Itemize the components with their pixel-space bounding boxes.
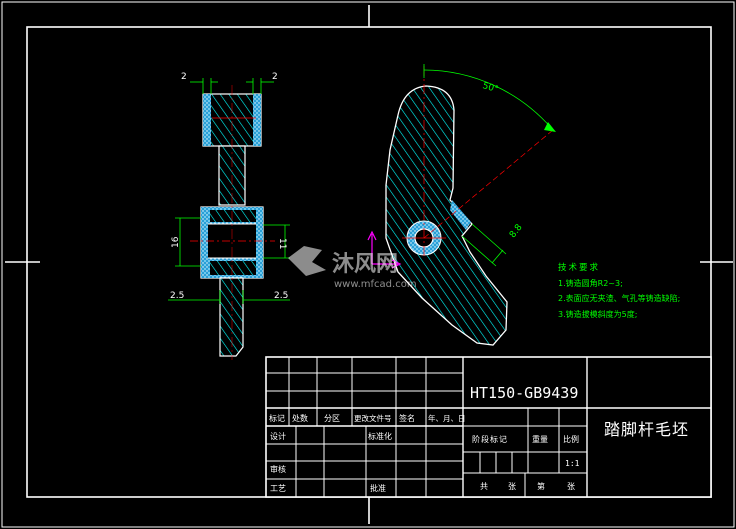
angle-dimension: [423, 64, 556, 132]
lower-arm: [219, 277, 244, 357]
side-pad-dots: [450, 200, 471, 230]
lever-body: [385, 85, 508, 346]
title-block-frame: [265, 356, 712, 498]
dim-bottom-right: 2.5: [274, 291, 288, 301]
title-block-text: HT150-GB9439 踏脚杆毛坯 标记 处数 分区 更改文件号 签名 年、月…: [269, 384, 689, 493]
approve-label: 批准: [370, 483, 386, 493]
width-dimension: [461, 223, 507, 267]
rev-header-mark: 标记: [269, 413, 285, 423]
sheet-no-unit: 张: [567, 482, 575, 491]
rev-header-doc: 更改文件号: [354, 413, 392, 423]
material-label: HT150-GB9439: [470, 384, 578, 402]
rev-header-zone: 分区: [324, 414, 340, 423]
watermark: 沐风网 www.mfcad.com: [288, 246, 417, 290]
review-label: 审核: [270, 464, 286, 474]
angle-label: 50°: [481, 81, 499, 95]
tech-item-1: 1.铸造圆角R2~3;: [558, 278, 623, 288]
tech-item-3: 3.铸造拔模斜度为5度;: [558, 309, 637, 319]
hub-left-wall: [201, 224, 208, 258]
dim-top-right: 2: [272, 72, 278, 82]
process-label: 工艺: [270, 484, 286, 493]
sheet-no-label: 第: [537, 481, 545, 491]
part-name: 踏脚杆毛坯: [604, 420, 689, 439]
top-boss-hatch: [202, 93, 262, 147]
profile-view: 50° 8.8: [367, 64, 556, 346]
rev-header-sign: 签名: [399, 413, 415, 423]
standardize-label: 标准化: [368, 431, 392, 441]
width-label: 8.8: [508, 222, 525, 240]
rev-header-count: 处数: [292, 413, 308, 423]
section-dimensions: [168, 78, 290, 304]
rev-header-date: 年、月、日: [428, 413, 466, 423]
sheet-total-label: 共: [480, 482, 488, 491]
watermark-url: www.mfcad.com: [334, 279, 417, 290]
angle-ray: [423, 129, 554, 239]
section-view: 2 2 16 11 2.5 2.5: [168, 72, 290, 360]
sheet-total-unit: 张: [508, 482, 516, 491]
dim-mid-right: 11: [277, 238, 287, 249]
axis-marker: [367, 230, 402, 269]
stage-label: 阶段标记: [472, 434, 508, 444]
tech-item-2: 2.表面应无夹渣、气孔等铸造缺陷;: [558, 293, 680, 303]
watermark-brand: 沐风网: [332, 252, 398, 277]
watermark-logo-icon: [288, 246, 326, 276]
title-block: [265, 356, 712, 498]
hub-top-hatch: [210, 210, 256, 222]
scale-value: 1:1: [565, 459, 580, 468]
dim-bottom-left: 2.5: [170, 291, 184, 301]
dim-top-left: 2: [181, 72, 187, 82]
weight-label: 重量: [532, 434, 548, 444]
scale-label: 比例: [563, 434, 579, 444]
hub-bottom-hatch: [210, 261, 256, 275]
tech-requirements: 技术要求 1.铸造圆角R2~3; 2.表面应无夹渣、气孔等铸造缺陷; 3.铸造拔…: [558, 262, 680, 319]
tech-title: 技术要求: [558, 262, 600, 273]
design-label: 设计: [270, 431, 286, 441]
top-boss-right-edge: [253, 94, 261, 146]
dim-mid-left: 16: [171, 236, 181, 248]
top-boss-left-edge: [203, 94, 211, 146]
